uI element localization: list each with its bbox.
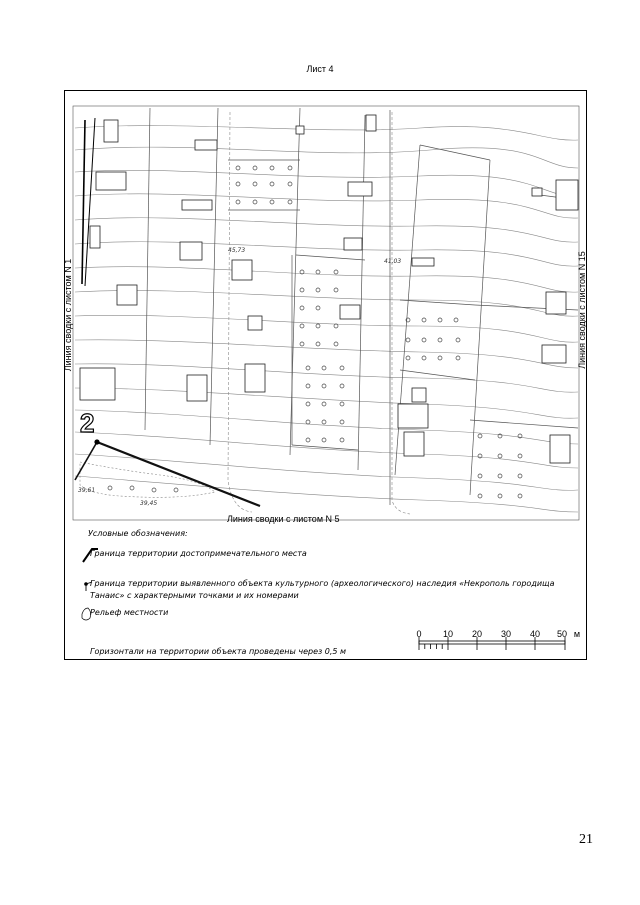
edge-label-sheet-1: Линия сводки с листом N 1 [63, 258, 73, 372]
legend-title: Условные обозначения: [88, 529, 188, 538]
scale-tick-label: 0 [416, 629, 422, 639]
sheet-title: Лист 4 [306, 64, 334, 74]
archaeological-pits [107, 165, 523, 499]
legend-item-object-boundary: Граница территории выявленного объекта к… [90, 579, 555, 600]
scale-bar [418, 637, 566, 650]
elevation-mark: 45,73 [228, 247, 246, 254]
legend-symbols [81, 548, 98, 621]
edge-label-sheet-15: Линия сводки с листом N 15 [577, 251, 587, 369]
scale-unit: м [573, 629, 581, 639]
legend-item-landmark-boundary: Граница территории достопримечательного … [90, 549, 307, 558]
edge-label-sheet-5: Линия сводки с листом N 5 [227, 514, 340, 524]
parcel-boundaries [144, 107, 579, 505]
map-frame [64, 90, 587, 660]
scale-tick-label: 10 [442, 629, 454, 639]
map-inner-frame [72, 105, 580, 521]
elevation-mark: 39,45 [140, 500, 158, 507]
scale-tick-label: 20 [471, 629, 483, 639]
legend-item-relief: Рельеф местности [90, 608, 169, 617]
scale-tick-label: 50 [556, 629, 568, 639]
contour-interval-note: Горизонтали на территории объекта провед… [90, 647, 347, 656]
page-number: 21 [579, 832, 593, 847]
elevation-mark: 39,61 [78, 487, 96, 494]
scale-tick-label: 40 [529, 629, 541, 639]
landmark-boundary-icon [82, 548, 98, 563]
buildings [79, 114, 579, 464]
elevation-mark: 41,03 [384, 258, 402, 265]
scale-tick-label: 30 [500, 629, 512, 639]
relief-icon [81, 607, 92, 621]
landmark-boundary [74, 117, 261, 508]
boundary-point-number: 2 [80, 408, 94, 438]
contour-lines [74, 125, 579, 513]
road-edge [227, 111, 253, 513]
relief-ravine [79, 461, 216, 498]
